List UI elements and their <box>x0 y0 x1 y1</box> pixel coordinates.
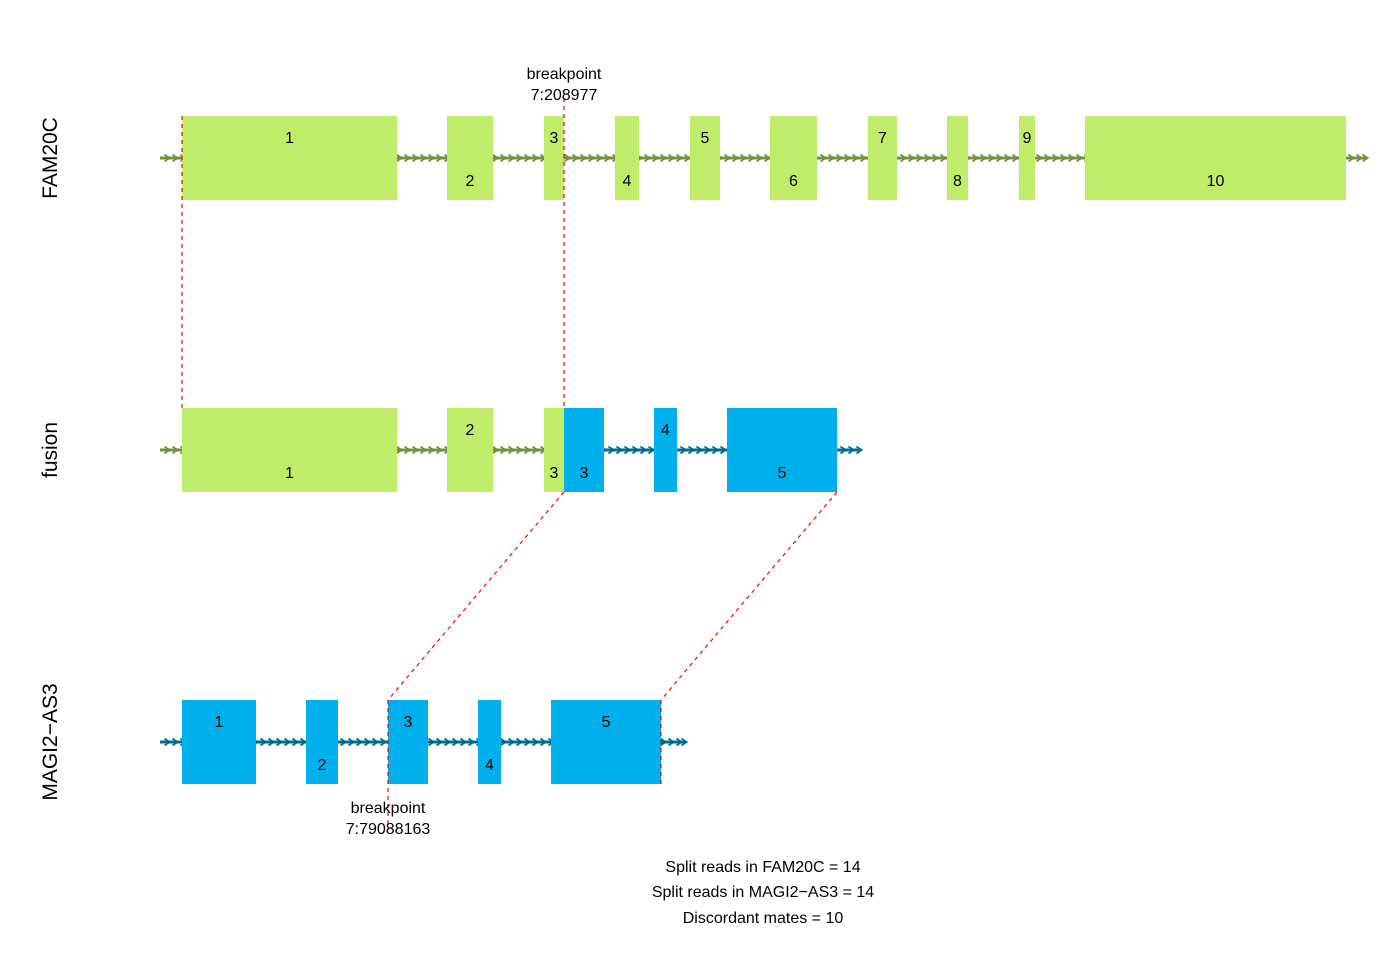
breakpoint-gene2-position: 7:79088163 <box>346 821 431 838</box>
fusion-fam20c-exon-label: 1 <box>285 465 294 482</box>
magi2-as3-exon-1 <box>182 700 256 784</box>
connector-lines <box>181 90 838 830</box>
fusion-magi2-as3-exon-label: 4 <box>661 422 670 439</box>
fam20c-exon-6 <box>770 116 817 200</box>
fam20c-exon-label: 8 <box>953 173 962 190</box>
magi2-as3-exon-label: 2 <box>318 757 327 774</box>
fusion-fam20c-exon-1 <box>182 408 397 492</box>
fam20c-exon-label: 4 <box>623 173 632 190</box>
fam20c-exon-label: 7 <box>878 130 887 147</box>
magi2-as3-exon-label: 3 <box>404 714 413 731</box>
connector-gene2-breakpoint-diagonal <box>387 491 565 701</box>
fusion-magi2-as3-exon-label: 5 <box>778 465 787 482</box>
fam20c-exon-4 <box>615 116 639 200</box>
track-label-fusion: fusion <box>39 422 62 478</box>
breakpoint-gene1-title: breakpoint <box>527 66 602 83</box>
breakpoint-gene2-title: breakpoint <box>351 800 426 817</box>
fam20c-exon-5 <box>690 116 720 200</box>
fusion-magi2-as3-exon-1 <box>564 408 604 492</box>
fam20c-exon-label: 5 <box>701 130 710 147</box>
fusion-fam20c-exon-label: 2 <box>466 422 475 439</box>
magi2-as3-exon-2 <box>306 700 338 784</box>
fam20c-exon-label: 6 <box>789 173 798 190</box>
fam20c-exon-7 <box>868 116 897 200</box>
stat-split-reads-gene2: Split reads in MAGI2−AS3 = 14 <box>652 884 874 901</box>
magi2-as3-exons: 1 2 3 4 5 <box>182 700 661 784</box>
fam20c-exon-label: 10 <box>1207 173 1225 190</box>
fam20c-exon-9 <box>1019 116 1035 200</box>
fam20c-exon-1 <box>182 116 397 200</box>
fusion-magi2-as3-exon-2 <box>654 408 677 492</box>
fusion-magi2-as3-exon-3 <box>727 408 837 492</box>
magi2-as3-exon-label: 5 <box>602 714 611 731</box>
fam20c-exon-2 <box>447 116 493 200</box>
fusion-exons: 1 2 3 3 4 5 <box>182 408 837 492</box>
fam20c-exon-label: 2 <box>466 173 475 190</box>
fam20c-exon-label: 3 <box>550 130 559 147</box>
stat-discordant-mates: Discordant mates = 10 <box>683 910 844 927</box>
fam20c-exon-label: 9 <box>1023 130 1032 147</box>
fusion-fam20c-exon-label: 3 <box>550 465 559 482</box>
connector-gene2-end-diagonal <box>660 491 838 701</box>
magi2-as3-exon-5 <box>551 700 661 784</box>
magi2-as3-exon-4 <box>478 700 501 784</box>
fam20c-exon-8 <box>947 116 968 200</box>
magi2-as3-exon-3 <box>388 700 428 784</box>
stat-split-reads-gene1: Split reads in FAM20C = 14 <box>665 859 860 876</box>
magi2-as3-exon-label: 4 <box>485 757 494 774</box>
track-label-fam20c: FAM20C <box>39 117 62 199</box>
fusion-magi2-as3-exon-label: 3 <box>580 465 589 482</box>
fusion-fam20c-exon-3 <box>544 408 564 492</box>
fusion-fam20c-exon-2 <box>447 408 493 492</box>
track-label-magi2-as3: MAGI2−AS3 <box>39 683 62 800</box>
fam20c-exon-label: 1 <box>285 130 294 147</box>
fam20c-exon-10 <box>1085 116 1346 200</box>
magi2-as3-exon-label: 1 <box>215 714 224 731</box>
fam20c-exons: 1 2 3 4 5 6 7 8 9 10 <box>182 116 1346 200</box>
breakpoint-gene1-position: 7:208977 <box>531 87 598 104</box>
fam20c-exon-3 <box>544 116 564 200</box>
